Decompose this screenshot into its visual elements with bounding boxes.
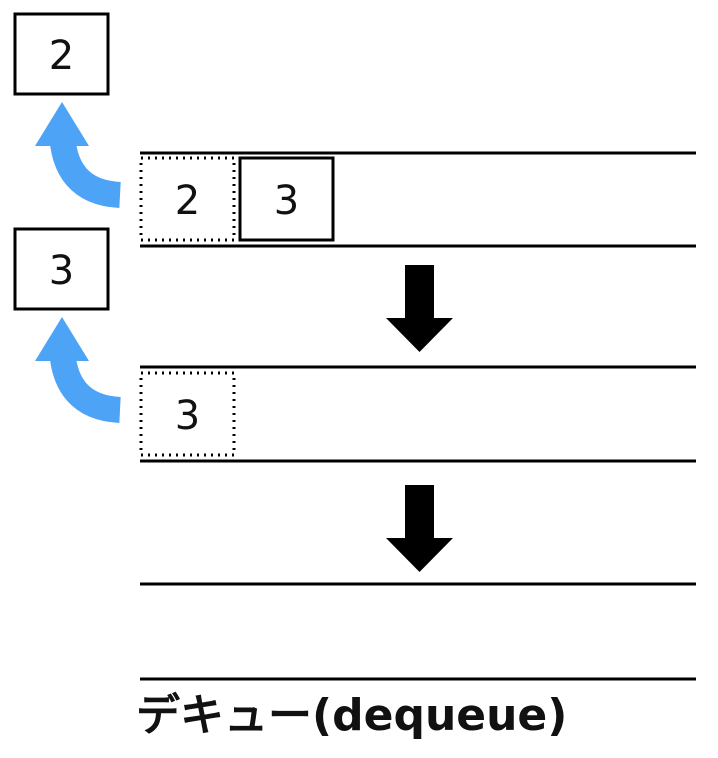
pop-arrow-2-icon (35, 317, 122, 423)
removed-slot-1: 2 (139, 156, 236, 242)
down-arrow-1-icon (386, 265, 453, 352)
queue-state-3 (140, 582, 696, 681)
down-arrow-2-icon (386, 485, 453, 572)
removed-value-2: 3 (175, 393, 200, 439)
popped-box-1: 2 (13, 12, 110, 96)
queue-state-2: 3 (139, 365, 696, 463)
popped-value-1: 2 (49, 33, 74, 79)
caption: デキュー(dequeue) (136, 690, 568, 741)
popped-value-2: 3 (49, 248, 74, 294)
popped-box-2: 3 (13, 227, 110, 311)
queue-item-value: 3 (274, 178, 299, 224)
queue-state-1: 2 3 (139, 151, 696, 248)
queue-item-3: 3 (238, 156, 335, 242)
removed-value-1: 2 (175, 178, 200, 224)
removed-slot-2: 3 (139, 371, 236, 457)
pop-arrow-1-icon (35, 102, 122, 208)
